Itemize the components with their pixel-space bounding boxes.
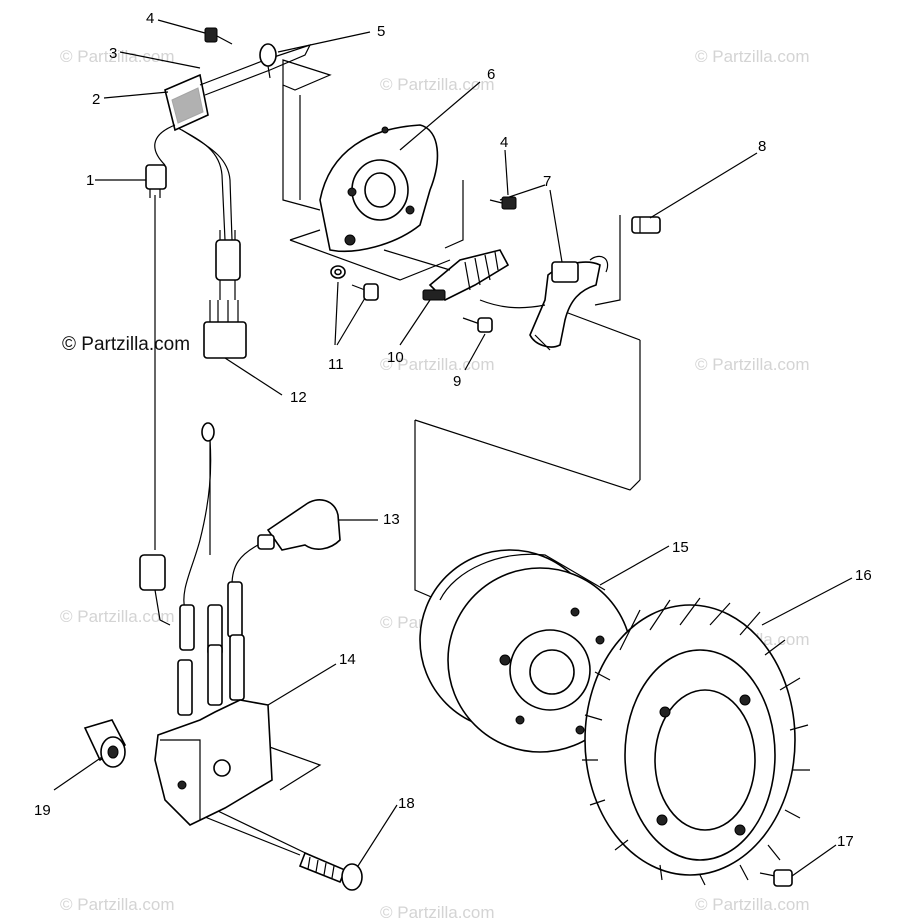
part-flywheel-15	[419, 549, 633, 753]
callout-5: 5	[377, 23, 385, 40]
part-screw-8	[631, 216, 661, 234]
part-connector-12	[203, 230, 247, 359]
watermark-text: © Partzilla.com	[695, 47, 810, 66]
watermark-text: © Partzilla.com	[60, 47, 175, 66]
part-connector-1	[145, 164, 167, 198]
callout-6: 6	[487, 66, 495, 83]
callout-10: 10	[387, 349, 404, 366]
part-screw-9	[462, 317, 493, 333]
part-harness-2-3	[154, 43, 312, 241]
callout-16: 16	[855, 567, 872, 584]
part-coil-10	[383, 249, 546, 309]
callout-19: 19	[34, 802, 51, 819]
watermark-text: © Partzilla.com	[380, 903, 495, 922]
watermark-text: © Partzilla.com	[60, 607, 175, 626]
part-bushing-19	[83, 719, 127, 768]
callout-1: 1	[86, 172, 94, 189]
part-screw-4-mid	[489, 196, 517, 210]
watermark-text: © Partzilla.com	[695, 355, 810, 374]
leader-lines	[53, 19, 853, 877]
part-screw-washer-11	[330, 265, 379, 301]
callout-17: 17	[837, 833, 854, 850]
part-ignition-coil-14	[154, 634, 273, 826]
callout-8: 8	[758, 138, 766, 155]
part-fan-16	[582, 597, 810, 886]
callout-14: 14	[339, 651, 356, 668]
callout-9: 9	[453, 373, 461, 390]
callout-numbers: 1 2 3 4 4 5 6 7 8 9 10 11 12 13 14 15 16…	[34, 10, 872, 850]
watermark-main: © Partzilla.com	[62, 334, 190, 355]
watermark-text: © Partzilla.com	[695, 895, 810, 914]
part-screw-17	[759, 869, 793, 887]
part-trigger-coil-7	[529, 255, 609, 351]
callout-4-top: 4	[146, 10, 154, 27]
callout-3: 3	[109, 45, 117, 62]
part-bolt-18	[298, 851, 363, 891]
callout-7: 7	[543, 173, 551, 190]
callout-18: 18	[398, 795, 415, 812]
callout-12: 12	[290, 389, 307, 406]
part-stator-plate-6	[319, 124, 439, 253]
callout-4-mid: 4	[500, 134, 508, 151]
watermark-text: © Partzilla.com	[380, 75, 495, 94]
assembly-guide-lines	[154, 59, 671, 861]
callout-13: 13	[383, 511, 400, 528]
part-clamp-5	[259, 43, 277, 79]
callout-15: 15	[672, 539, 689, 556]
part-screw-4-top	[204, 27, 233, 45]
watermark-text: © Partzilla.com	[60, 895, 175, 914]
callout-2: 2	[92, 91, 100, 108]
callout-11: 11	[328, 356, 344, 373]
